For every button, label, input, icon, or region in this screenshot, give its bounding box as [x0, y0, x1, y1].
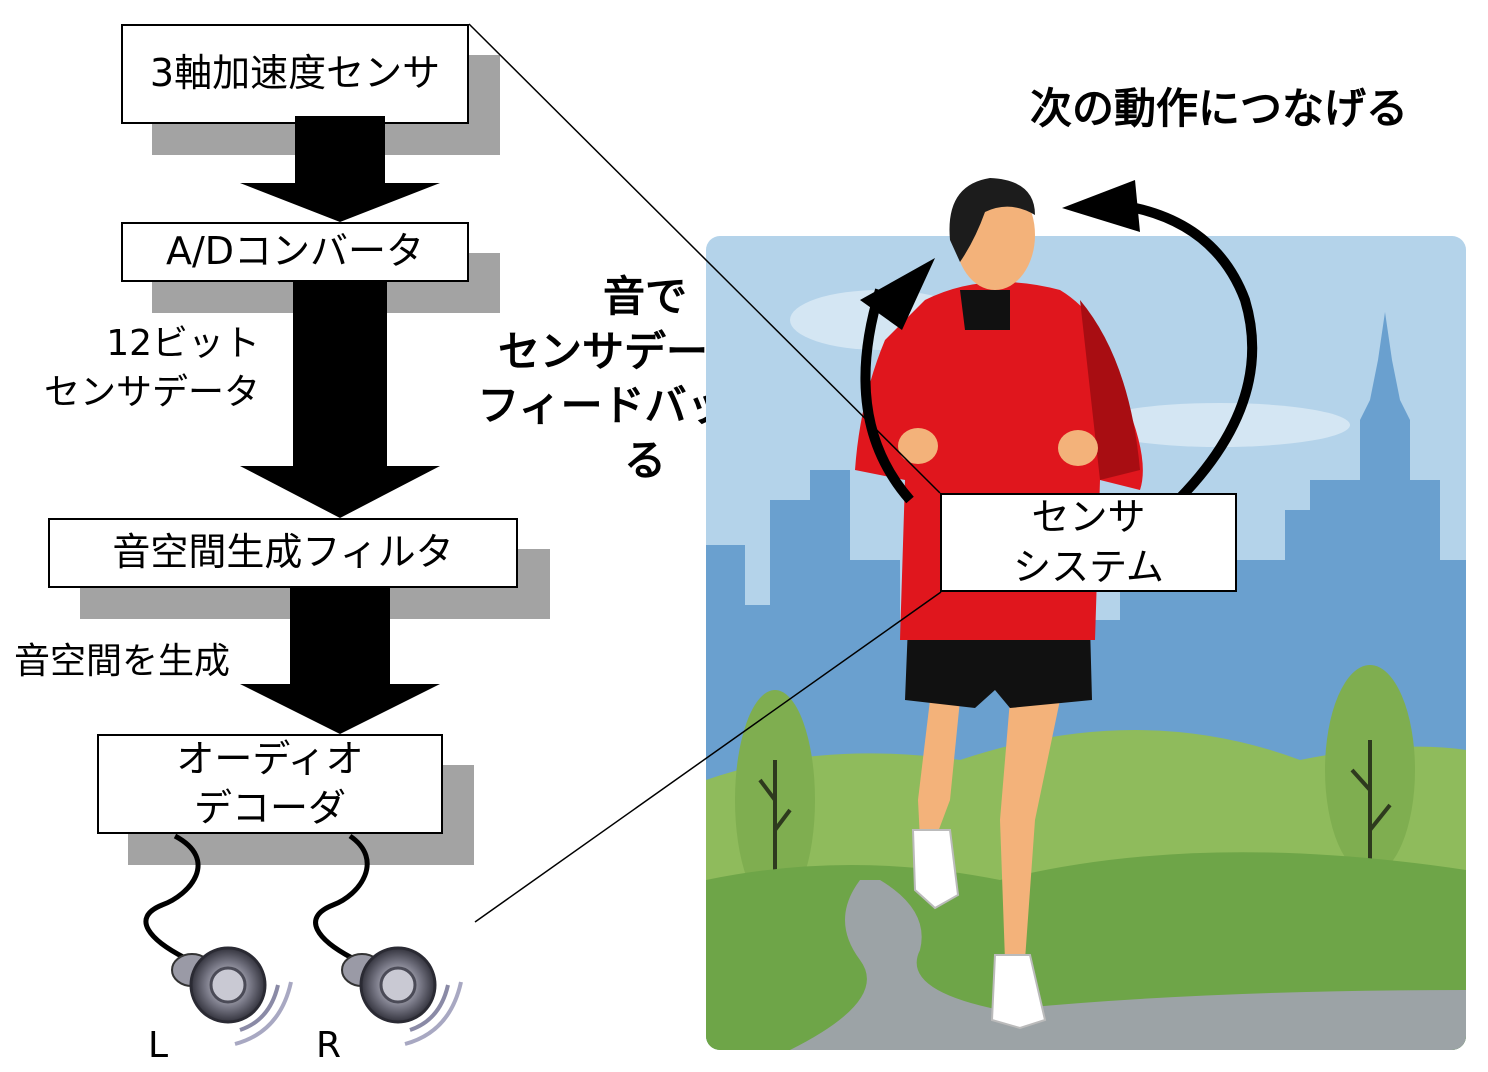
arrow-down-2 — [240, 282, 440, 518]
bits-label: 12ビット センサデータ — [43, 323, 260, 413]
pointer-line-bottom — [474, 591, 942, 923]
decoder-box: オーディオ デコーダ — [97, 734, 443, 834]
arrow-down-1 — [240, 116, 440, 222]
next-action-title: 次の動作につなげる — [1030, 84, 1409, 133]
left-speaker-icon — [171, 946, 293, 1046]
speaker-left-label: L — [148, 1025, 169, 1066]
pointer-line-top — [468, 23, 941, 494]
left-speaker-cable — [143, 833, 201, 961]
filter-box: 音空間生成フィルタ — [48, 518, 518, 588]
right-speaker-cable — [313, 833, 370, 961]
arrow-down-3 — [240, 588, 440, 734]
speaker-right-label: R — [316, 1025, 342, 1066]
generate-label: 音空間を生成 — [14, 641, 231, 682]
right-speaker-icon — [341, 946, 463, 1046]
feedback-arrow-left — [860, 288, 914, 504]
adc-box: A/Dコンバータ — [121, 222, 469, 282]
accelerometer-box: 3軸加速度センサ — [121, 24, 469, 124]
sensor-system-box: センサ システム — [940, 493, 1237, 592]
feedback-arrow-right — [1119, 200, 1258, 502]
